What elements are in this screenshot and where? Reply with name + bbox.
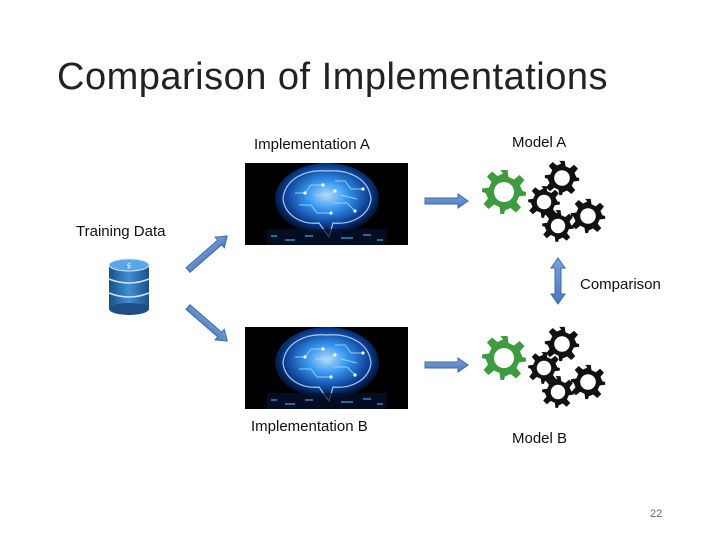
- implementation-a-label: Implementation A: [254, 136, 370, 153]
- arrow-impl-a-to-model-a: [424, 193, 469, 209]
- model-b-label: Model B: [512, 430, 568, 447]
- gears-icon: [480, 160, 610, 246]
- comparison-label: Comparison: [580, 276, 661, 293]
- slide-title: Comparison of Implementations: [57, 56, 608, 98]
- arrow-training-to-impl-b: [183, 302, 231, 344]
- implementation-b-brain-image: [245, 327, 408, 409]
- brain-circuit-icon: [245, 327, 408, 409]
- database-icon: $: [106, 257, 152, 317]
- arrow-training-to-impl-a: [183, 233, 231, 275]
- model-a-label: Model A: [512, 134, 567, 151]
- comparison-double-arrow: [550, 257, 566, 305]
- svg-text:$: $: [127, 262, 131, 270]
- training-data-label: Training Data: [76, 223, 166, 240]
- gears-icon: [480, 326, 610, 412]
- page-number: 22: [650, 508, 663, 520]
- brain-circuit-icon: [245, 163, 408, 245]
- implementation-a-brain-image: [245, 163, 408, 245]
- arrow-impl-b-to-model-b: [424, 357, 469, 373]
- implementation-b-label: Implementation B: [251, 418, 368, 435]
